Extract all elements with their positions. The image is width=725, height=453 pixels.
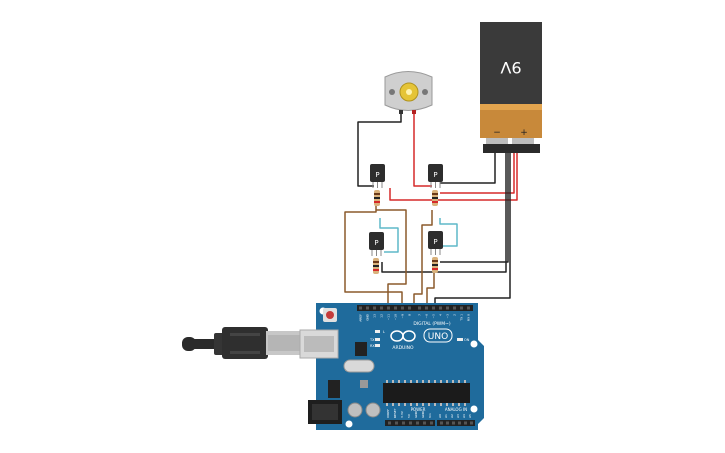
battery-minus-label: − [493, 128, 501, 138]
digital-header[interactable] [357, 305, 473, 311]
battery-plus-label: + [520, 128, 528, 138]
analog-pin-label: A5 [468, 414, 472, 418]
analog-header-label: ANALOG IN [445, 407, 467, 412]
wire-brown-3[interactable] [413, 210, 433, 307]
digital-pin-label: 7 [418, 314, 422, 316]
resistor-4[interactable] [432, 257, 438, 273]
digital-pin-label: ~3 [446, 314, 450, 319]
dc-motor[interactable] [384, 71, 433, 115]
arduino-logo-text: ARDUINO [392, 345, 414, 351]
digital-pin-label: ~11 [387, 314, 391, 320]
transistor-3[interactable]: P [369, 232, 384, 256]
arduino-uno[interactable]: DIGITAL (PWM~) ARDUINO UNO L TX RX ON [299, 303, 484, 430]
power-pin-label: 5V [407, 413, 411, 418]
power-header-label: POWER [411, 407, 426, 412]
led-rx-label: RX [370, 344, 375, 348]
wire-brown-4[interactable] [426, 270, 435, 307]
analog-pin-label: A2 [450, 414, 454, 418]
wires [344, 112, 518, 307]
power-pin-label: GND [414, 410, 418, 418]
led-on-label: ON [464, 338, 470, 342]
analog-pin-label: A0 [438, 414, 442, 418]
digital-pin-label: ~5 [432, 314, 436, 319]
digital-pin-label: ~6 [425, 314, 429, 319]
transistor-4-label: P [433, 238, 437, 246]
wire-brown-1[interactable] [344, 204, 403, 307]
wire-black-3[interactable] [381, 150, 507, 273]
wire-motor-red[interactable] [413, 112, 432, 187]
power-pin-label: GND [421, 410, 425, 418]
digital-pin-label: 13 [373, 314, 377, 318]
analog-pin-label: A1 [444, 414, 448, 418]
power-pin-label: RESET [393, 408, 397, 418]
arduino-model: UNO [428, 332, 448, 342]
transistor-1-label: P [375, 171, 379, 179]
digital-pin-label: ~10 [394, 314, 398, 320]
led-l-label: L [383, 330, 385, 334]
led-tx-label: TX [369, 338, 375, 342]
analog-pin-label: A4 [462, 414, 466, 418]
microcontroller-chip [383, 383, 470, 403]
wire-battery-black[interactable] [440, 150, 496, 184]
resistor-1[interactable] [374, 190, 380, 206]
transistor-4[interactable]: P [428, 231, 443, 255]
digital-pin-label: 4 [439, 314, 443, 316]
wire-brown-2[interactable] [376, 209, 407, 307]
transistor-3-label: P [374, 239, 378, 247]
power-pin-label: Vin [428, 413, 432, 418]
arduino-logo: ARDUINO [390, 330, 416, 351]
digital-pin-label: TX 1 [460, 314, 464, 322]
analog-pin-label: A3 [456, 414, 460, 418]
resistor-2[interactable] [432, 190, 438, 206]
analog-header[interactable] [437, 420, 475, 426]
resistor-3[interactable] [373, 258, 379, 274]
wire-cyan-1[interactable] [379, 218, 399, 253]
wire-motor-black[interactable] [357, 112, 402, 187]
usb-cable[interactable] [182, 327, 302, 359]
digital-header-label: DIGITAL (PWM~) [413, 321, 451, 327]
digital-pin-label: RX 0 [467, 314, 471, 321]
transistor-2-label: P [433, 171, 437, 179]
wire-battery-black-2[interactable] [440, 150, 509, 263]
digital-pin-label: GND [366, 313, 370, 321]
wire-gnd-black[interactable] [434, 150, 511, 307]
battery-label: 9V [500, 58, 521, 77]
power-pin-label: IOREF [386, 409, 390, 418]
wire-battery-red-2[interactable] [440, 150, 515, 194]
wire-cyan-2[interactable] [439, 218, 458, 247]
digital-pin-label: ~9 [401, 314, 405, 319]
digital-pin-label: 8 [408, 314, 412, 316]
transistor-1[interactable]: P [370, 164, 385, 188]
digital-pin-label: AREF [359, 314, 363, 322]
wire-battery-red[interactable] [389, 150, 518, 201]
transistor-2[interactable]: P [428, 164, 443, 188]
digital-pin-label: 12 [380, 314, 384, 318]
digital-pin-label: 2 [453, 314, 457, 316]
power-pin-label: 3.3V [400, 410, 404, 418]
battery-9v[interactable]: 9V − + [480, 22, 542, 153]
